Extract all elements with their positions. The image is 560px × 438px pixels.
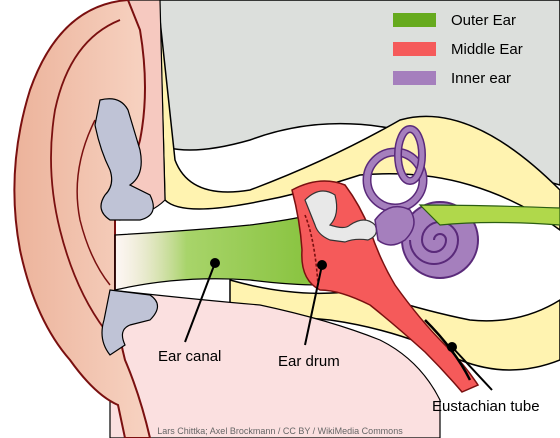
eustachian-dot (447, 342, 457, 352)
legend-swatch-outer-ear (393, 13, 436, 27)
legend-swatch-middle-ear (393, 42, 436, 56)
auditory-nerve (420, 205, 560, 225)
legend-label-outer-ear: Outer Ear (451, 12, 516, 29)
label-ear-canal: Ear canal (158, 348, 221, 365)
legend: Outer Ear Middle Ear Inner ear (393, 12, 523, 87)
legend-label-middle-ear: Middle Ear (451, 41, 523, 58)
label-eustachian-tube: Eustachian tube (432, 398, 540, 415)
legend-label-inner-ear: Inner ear (451, 70, 511, 87)
ear-canal-dot (210, 258, 220, 268)
ear-canal (115, 215, 320, 290)
ear-drum-dot (317, 260, 327, 270)
credit-line: Lars Chittka; Axel Brockmann / CC BY / W… (157, 426, 403, 436)
label-ear-drum: Ear drum (278, 353, 340, 370)
legend-swatch-inner-ear (393, 71, 436, 85)
